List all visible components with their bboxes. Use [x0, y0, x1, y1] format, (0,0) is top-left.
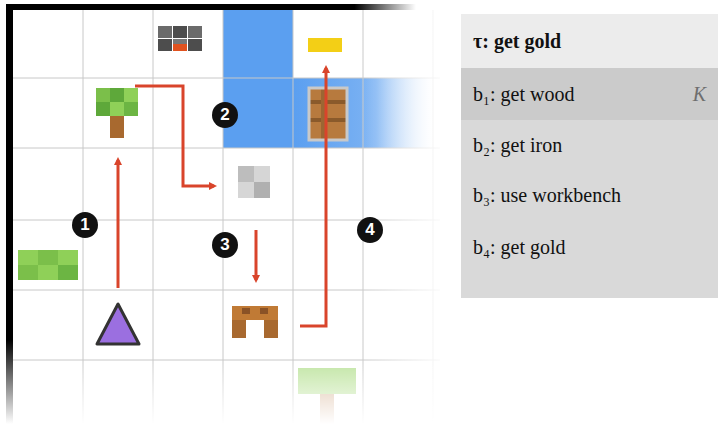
callout-number: 4 [357, 217, 383, 243]
callout-number: 3 [212, 232, 238, 258]
subtask-label: b₃: use workbench [473, 184, 621, 207]
subtask-label: b₄: get gold [473, 236, 566, 259]
subtask-row: b₃: use workbench [461, 170, 718, 220]
subtask-row: b₁: get wood K [461, 68, 718, 120]
knowledge-mark: K [693, 83, 706, 106]
callout-number: 1 [72, 212, 98, 238]
subtask-row: b₄: get gold [461, 220, 718, 274]
subtask-label: τ: get gold [473, 30, 561, 53]
subtask-row: b₂: get iron [461, 120, 718, 170]
subtask-label: b₁: get wood [473, 83, 574, 106]
callout-number: 2 [212, 102, 238, 128]
subtask-label: b₂: get iron [473, 134, 562, 157]
task-header: τ: get gold [461, 14, 718, 68]
